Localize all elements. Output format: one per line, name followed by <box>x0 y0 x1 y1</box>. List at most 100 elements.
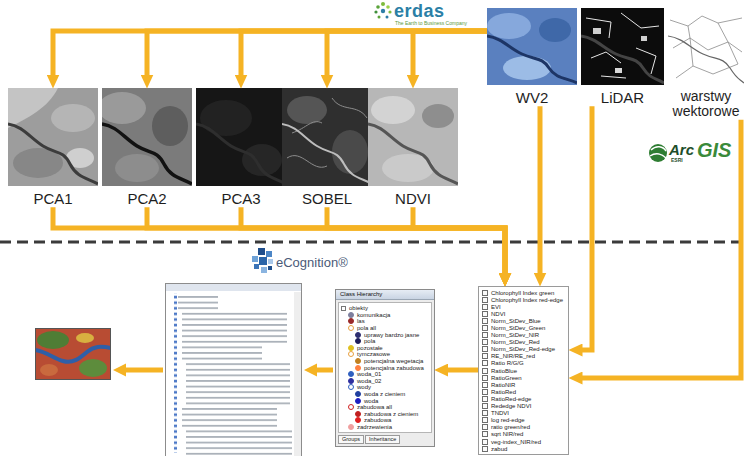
feature-row: zabud <box>482 445 563 452</box>
image-tile: NDVI <box>368 88 458 207</box>
class-color-dot <box>348 384 354 390</box>
feature-row: Norm_StDev_Green <box>482 324 563 331</box>
flow-arrow <box>538 106 543 273</box>
class-color-dot <box>348 404 354 410</box>
class-name: uprawy bardzo jasne <box>364 332 419 338</box>
image-area <box>487 8 577 85</box>
feature-row: Rededge NDVI <box>482 403 563 410</box>
flow-arrow <box>53 207 505 273</box>
feature-name: Norm_StDev_NIR <box>491 332 539 338</box>
class-row: woda_01 <box>341 371 424 378</box>
class-color-dot <box>355 358 361 364</box>
class-name: woda z cieniem <box>364 391 405 397</box>
classification-result-map <box>35 328 111 380</box>
ndvi-image <box>368 88 458 186</box>
feature-row: RE_NIR/RE_red <box>482 353 563 360</box>
image-area <box>8 88 98 186</box>
pca3-image <box>196 88 286 186</box>
image-area <box>668 8 744 85</box>
pca2-image <box>98 88 192 186</box>
class-row: pola all <box>341 325 424 332</box>
class-color-dot <box>355 398 361 404</box>
feature-name: RE_NIR/RE_red <box>491 353 535 359</box>
image-tile: PCA3 <box>196 88 286 207</box>
class-name: woda <box>364 398 378 404</box>
class-name: zabudowa all <box>357 404 392 410</box>
feature-name: RatioGreen <box>491 375 522 381</box>
feature-name: TNDVI <box>491 410 509 416</box>
image-caption: WV2 <box>487 89 577 106</box>
checkbox <box>482 304 488 310</box>
flow-arrow <box>147 207 505 273</box>
class-name: zabudowa <box>364 417 391 423</box>
image-caption: PCA3 <box>196 190 286 207</box>
checkbox <box>482 368 488 374</box>
checkbox <box>482 424 488 430</box>
feature-name: Chlorophyll Index red-edge <box>491 297 563 303</box>
flow-arrow <box>113 364 163 377</box>
feature-row: TNDVI <box>482 410 563 417</box>
ecognition-logo-icon <box>252 248 273 273</box>
feature-name: sqrt NIR/red <box>491 431 523 437</box>
feature-row: sqrt NIR/red <box>482 431 563 438</box>
logo-text: ESRI <box>671 158 683 163</box>
pca1-image <box>8 88 98 186</box>
class-row: zadrzewienia <box>341 424 424 431</box>
class-name: zadrzewienia <box>357 424 392 430</box>
image-area <box>196 88 286 186</box>
feature-row: Norm_StDev_NIR <box>482 332 563 339</box>
class-row: woda <box>341 397 424 404</box>
flow-arrow <box>53 31 487 75</box>
feature-row: EVI <box>482 303 563 310</box>
flow-arrow <box>147 31 487 75</box>
class-row: wody <box>341 384 424 391</box>
class-name: pola all <box>357 325 376 331</box>
lidar-image <box>581 8 664 85</box>
image-caption: LiDAR <box>581 89 664 106</box>
image-area <box>368 88 458 186</box>
wv2-image <box>487 8 577 85</box>
class-color-dot <box>355 365 361 371</box>
class-row: potencjalna wegetacja <box>341 358 424 365</box>
flow-arrow <box>413 31 487 75</box>
class-color-dot <box>355 411 361 417</box>
class-name: potencjalna zabudowa <box>364 365 424 371</box>
flow-arrow <box>327 31 487 75</box>
class-row: obiekty <box>341 305 424 312</box>
feature-name: RatioRed-edge <box>491 396 531 402</box>
checkbox <box>482 332 488 338</box>
checkbox <box>482 346 488 352</box>
checkbox <box>482 311 488 317</box>
class-color-dot <box>348 378 354 384</box>
flow-arrow <box>413 207 505 273</box>
image-caption: warstwy wektorowe <box>668 89 744 120</box>
feature-row: RatioNIR <box>482 381 563 388</box>
image-caption: SOBEL <box>282 190 372 207</box>
class-name: pozostałe <box>357 345 383 351</box>
feature-row: Norm_StDev_Red <box>482 339 563 346</box>
class-color-dot <box>355 391 361 397</box>
class-name: pola <box>364 338 375 344</box>
flow-arrow <box>448 368 478 373</box>
checkbox <box>482 410 488 416</box>
checkbox <box>482 382 488 388</box>
class-color-dot <box>348 371 354 377</box>
feature-row: ratio green/red <box>482 424 563 431</box>
arcgis-logo-icon <box>649 144 667 162</box>
feature-name: EVI <box>491 304 501 310</box>
feature-name: Norm_StDev_Red <box>491 339 540 345</box>
class-name: obiekty <box>349 305 368 311</box>
checkbox <box>482 318 488 324</box>
feature-row: RatioRed-edge <box>482 395 563 402</box>
checkbox <box>482 417 488 423</box>
image-caption: PCA2 <box>102 190 192 207</box>
class-color-dot <box>348 351 354 357</box>
class-row: pola <box>341 338 424 345</box>
class-row: uprawy bardzo jasne <box>341 331 424 338</box>
checkbox <box>482 431 488 437</box>
flow-arrow <box>304 364 333 377</box>
image-tile: warstwy wektorowe <box>668 8 744 120</box>
checkbox <box>482 360 488 366</box>
feature-name: RatioBlue <box>491 368 517 374</box>
